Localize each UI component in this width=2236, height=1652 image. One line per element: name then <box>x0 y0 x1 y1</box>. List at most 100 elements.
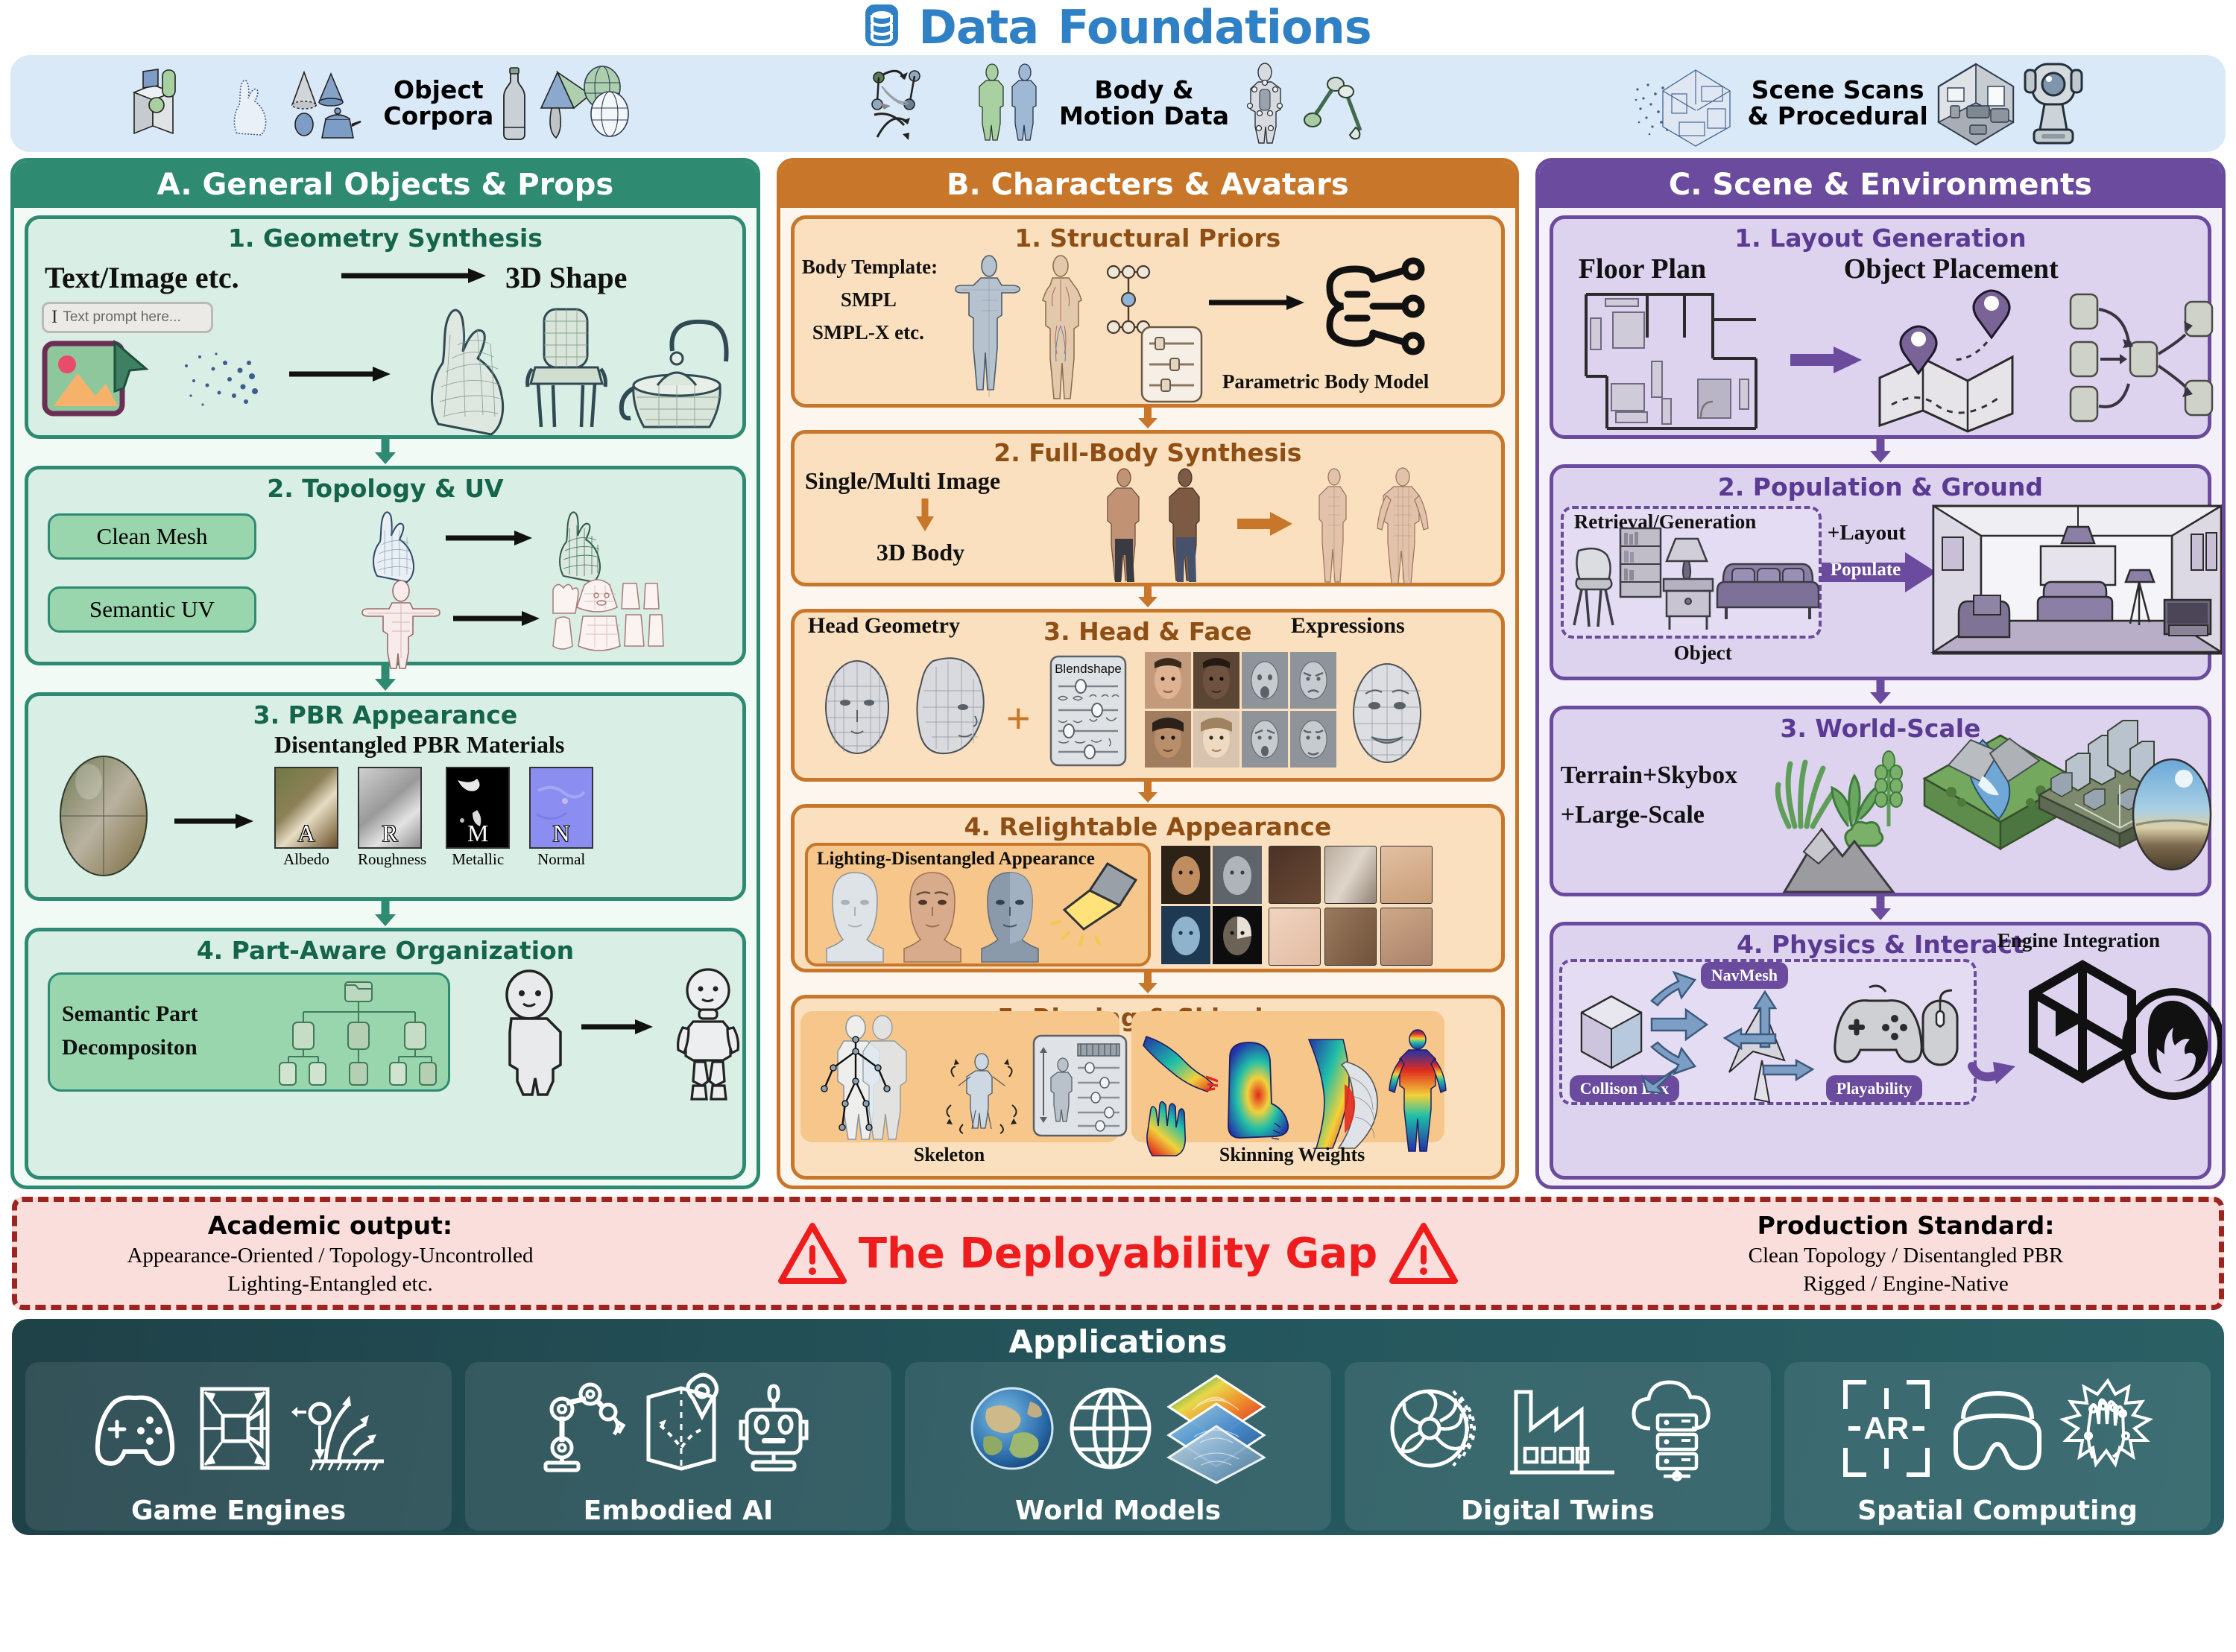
lamp-table-icon <box>1662 537 1714 630</box>
card-title: 2. Topology & UV <box>267 474 504 503</box>
card-structural-priors: 1. Structural Priors Body Template: SMPL… <box>790 215 1505 408</box>
skeleton-icon <box>946 1053 1017 1134</box>
skin-swatch <box>1380 846 1433 904</box>
skin-swatch <box>1324 846 1377 904</box>
ar-bracket-icon: AR <box>1843 1380 1930 1477</box>
pbr-map-roughness: R Roughness <box>358 767 426 869</box>
foundation-segment-scene-scans: Scene Scans & Procedural <box>1487 55 2226 152</box>
relit-grid-icon <box>1160 846 1262 964</box>
mouse-icon <box>1921 989 1959 1066</box>
app-card-game-engines[interactable]: Game Engines <box>25 1362 452 1531</box>
slider-panel-icon <box>1140 326 1203 403</box>
room-interior-icon <box>1930 504 2222 655</box>
physics-bounce-icon <box>291 1396 384 1471</box>
label-lighting-disentangled: Lighting-Disentangled Appearance <box>816 849 1095 869</box>
card-population-ground: 2. Population & Ground Retrieval/Generat… <box>1549 464 2222 680</box>
arrow-right-icon <box>1237 512 1292 536</box>
card-title: 3. World-Scale <box>1780 714 1981 743</box>
data-foundations-band: Object Corpora <box>10 55 2226 152</box>
swatch: R <box>358 767 422 849</box>
app-label: Game Engines <box>130 1496 347 1526</box>
grass-icon <box>1775 759 1837 829</box>
weights-hand-icon <box>1146 1101 1186 1156</box>
app-icons <box>967 1373 1269 1484</box>
hand-tracking-icon <box>2059 1378 2154 1468</box>
label-3d-shape: 3D Shape <box>505 261 628 294</box>
arrow-right-icon <box>1790 346 1862 373</box>
foundation-label-object-corpora: Object Corpora <box>383 75 494 130</box>
uv-atlas-icon <box>552 579 664 651</box>
dense-bunny-icon <box>373 511 414 583</box>
card-pbr-appearance: 3. PBR Appearance <box>25 692 746 901</box>
robot-head-icon <box>739 1384 809 1472</box>
mountain-icon <box>1782 827 1895 893</box>
applications-section: Applications <box>12 1319 2224 1535</box>
label-parametric-body-model: Parametric Body Model <box>1222 370 1430 393</box>
skin-swatch <box>1268 908 1321 966</box>
card-topology-uv: 2. Topology & UV Clean Mesh Semantic UV <box>25 466 746 669</box>
rig-panel-icon <box>1032 1034 1128 1137</box>
card-title: 2. Population & Ground <box>1717 472 2043 501</box>
lighting-disentangled-panel: Lighting-Disentangled Appearance <box>804 843 1151 966</box>
sofa-icon <box>1716 563 1820 619</box>
card-world-scale: 3. World-Scale Terrain+Skybox+Large-Scal… <box>1549 706 2212 896</box>
skybox-sphere-icon <box>2132 758 2212 871</box>
card-part-aware-organization: 4. Part-Aware Organization Semantic Part… <box>25 928 746 1180</box>
database-icon <box>865 4 899 51</box>
academic-output-line2: Lighting-Entangled etc. <box>227 1271 433 1296</box>
gamepad-icon <box>1834 984 1923 1063</box>
point-cloud-icon <box>185 352 258 406</box>
motion-trajectory-icon <box>868 63 965 145</box>
weights-foot-icon <box>1227 1042 1289 1140</box>
flow-arrow-a2-a3 <box>25 665 746 692</box>
cloud-server-icon <box>1632 1380 1711 1481</box>
skin-texture-grid-icon <box>1268 846 1433 966</box>
joint-graph-icon <box>1106 265 1150 335</box>
foundation-segment-object-corpora: Object Corpora <box>10 55 749 152</box>
plant-icon <box>1831 773 1881 827</box>
text-prompt-input[interactable]: I Text prompt here... <box>42 302 213 333</box>
arrow-down-icon <box>915 499 934 531</box>
app-card-spatial-computing[interactable]: AR <box>1784 1362 2211 1531</box>
label-3d-body: 3D Body <box>876 539 965 566</box>
flow-arrow-b3-b4 <box>791 782 1505 804</box>
swatch: A <box>274 767 338 849</box>
flow-arrow-c2-c3 <box>1550 680 2211 706</box>
vegetation-icon <box>1775 750 1903 847</box>
app-card-embodied-ai[interactable]: Embodied AI <box>465 1362 891 1531</box>
flow-arrow-b1-b2 <box>791 408 1505 430</box>
body-mesh-icon <box>955 255 1020 397</box>
foundation-segment-body-motion: Body & Motion Data <box>749 55 1488 152</box>
app-card-world-models[interactable]: World Models <box>905 1362 1331 1531</box>
isometric-room-icon <box>1934 60 2018 148</box>
page-title: Data Foundations <box>6 0 2230 54</box>
bunny-mesh-icon <box>430 308 505 436</box>
weights-body-icon <box>1389 1029 1447 1152</box>
arrow-right-icon <box>289 367 391 382</box>
card-full-body-synthesis: 2. Full-Body Synthesis Single/Multi Imag… <box>790 430 1505 586</box>
warning-triangle-icon <box>1389 1223 1459 1284</box>
camera-frustum-icon <box>200 1387 270 1470</box>
photo-person-side-icon <box>1169 468 1200 582</box>
badge-navmesh: NavMesh <box>1700 962 1789 989</box>
arrow-right-icon <box>174 814 253 829</box>
label-plus-layout: +Layout <box>1827 521 1906 545</box>
column-scene-environments: C. Scene & Environments 1. Layout Genera… <box>1535 158 2226 1189</box>
gap-center-block: The Deployability Gap <box>777 1221 1459 1285</box>
app-card-digital-twins[interactable]: Digital Twins <box>1345 1362 1771 1531</box>
teapot-mesh-icon <box>619 319 729 428</box>
title-word-foundations: Foundations <box>1058 0 1371 54</box>
label-floor-plan: Floor Plan <box>1578 253 1707 285</box>
applications-row: Game Engines <box>25 1362 2211 1531</box>
swatch-caption: Roughness <box>358 850 427 868</box>
spotlight-icon <box>1049 861 1137 946</box>
card-title: 4. Physics & Interact <box>1736 930 2024 959</box>
label-head-geometry: Head Geometry <box>807 613 960 638</box>
card-title: 1. Geometry Synthesis <box>227 224 543 253</box>
card-title: 3. Head & Face <box>1043 617 1252 646</box>
label-populate: Populate <box>1830 560 1901 580</box>
pbr-map-normal: N Normal <box>529 767 594 869</box>
nav-map-icon <box>646 1373 719 1471</box>
label-skeleton: Skeleton <box>913 1144 985 1165</box>
